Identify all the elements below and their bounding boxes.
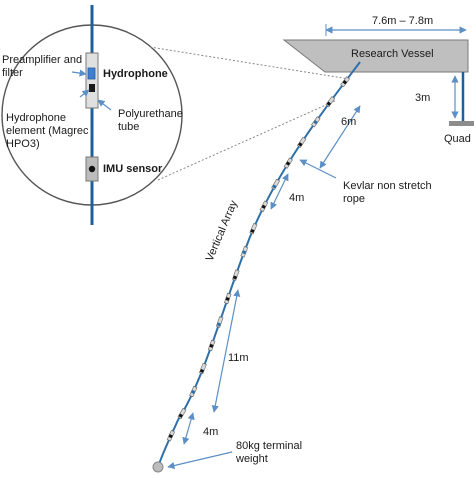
seg-bottom-label: 4m bbox=[203, 426, 219, 438]
vertical-array-label: Vertical Array bbox=[204, 198, 241, 263]
array-unit-core bbox=[342, 80, 347, 85]
array-unit bbox=[311, 116, 321, 128]
imu-sensor-label: IMU sensor bbox=[103, 163, 163, 175]
vessel-label: Research Vessel bbox=[351, 48, 434, 60]
array-unit-core bbox=[178, 413, 183, 418]
array-unit-core bbox=[232, 275, 237, 280]
array-rope bbox=[157, 61, 361, 468]
array-unit bbox=[259, 200, 269, 212]
seg-long-arrow bbox=[211, 289, 241, 413]
hydrophone-housing bbox=[85, 52, 99, 109]
polyurethane-tube-label: Polyurethane tube bbox=[118, 108, 183, 133]
element-pointer bbox=[79, 89, 90, 98]
seg-long-label: 11m bbox=[228, 352, 249, 364]
array-unit-body bbox=[177, 407, 187, 420]
array-unit bbox=[249, 223, 258, 235]
imu-dot bbox=[88, 165, 96, 173]
array-unit bbox=[297, 136, 307, 148]
array-unit-body bbox=[271, 178, 281, 191]
terminal-weight bbox=[152, 461, 164, 473]
quad-frame bbox=[449, 121, 474, 126]
zoom-line-top bbox=[149, 46, 350, 80]
array-unit bbox=[166, 430, 176, 442]
seg-bottom-arrow bbox=[182, 412, 195, 445]
array-unit-core bbox=[326, 101, 332, 106]
array-unit-core bbox=[168, 434, 173, 439]
array-unit-core bbox=[313, 120, 318, 125]
array-units bbox=[166, 76, 350, 442]
tube-pointer bbox=[97, 99, 112, 111]
preamp-label: Preamplifier and filter bbox=[2, 54, 83, 79]
preamp-module bbox=[87, 67, 96, 80]
array-unit bbox=[340, 76, 350, 88]
seg-top-label: 6m bbox=[341, 116, 357, 128]
array-unit-core bbox=[242, 250, 247, 255]
hydrophone-element-label: Hydrophone element (Magrec HPO3) bbox=[6, 112, 89, 150]
kevlar-label: Kevlar non stretch rope bbox=[343, 180, 432, 205]
array-unit bbox=[232, 269, 240, 281]
hydrophone-label: Hydrophone bbox=[103, 68, 168, 80]
array-unit bbox=[215, 316, 224, 328]
seg-mid-label: 4m bbox=[289, 192, 305, 204]
vessel-hull bbox=[282, 39, 469, 73]
terminal-weight-label: 80kg terminal weight bbox=[236, 440, 303, 465]
array-unit-core bbox=[191, 389, 196, 394]
array-unit bbox=[207, 339, 216, 352]
quad-label: Quad a bbox=[444, 133, 474, 145]
weight-pointer bbox=[167, 451, 233, 470]
quad-depth-label: 3m bbox=[415, 92, 431, 104]
array-unit bbox=[283, 157, 293, 169]
seg-mid-arrow bbox=[270, 173, 289, 210]
array-unit bbox=[189, 385, 198, 398]
array-unit-core bbox=[250, 228, 255, 234]
array-unit bbox=[199, 362, 207, 375]
array-unit bbox=[224, 292, 232, 305]
zoom-line-bottom bbox=[157, 99, 338, 181]
array-unit-body bbox=[297, 136, 307, 148]
array-unit bbox=[177, 407, 187, 420]
vessel-width-label: 7.6m – 7.8m bbox=[372, 15, 434, 27]
preamp-pointer bbox=[71, 69, 87, 77]
array-unit-core bbox=[261, 204, 266, 209]
array-unit-core bbox=[199, 368, 205, 373]
seg-top-arrow bbox=[319, 105, 361, 169]
array-unit bbox=[271, 178, 281, 191]
array-unit-core bbox=[285, 161, 291, 166]
kevlar-pointer bbox=[299, 159, 337, 179]
array-unit-core bbox=[298, 142, 303, 147]
hydrophone-element bbox=[89, 84, 95, 92]
array-unit bbox=[240, 246, 249, 258]
